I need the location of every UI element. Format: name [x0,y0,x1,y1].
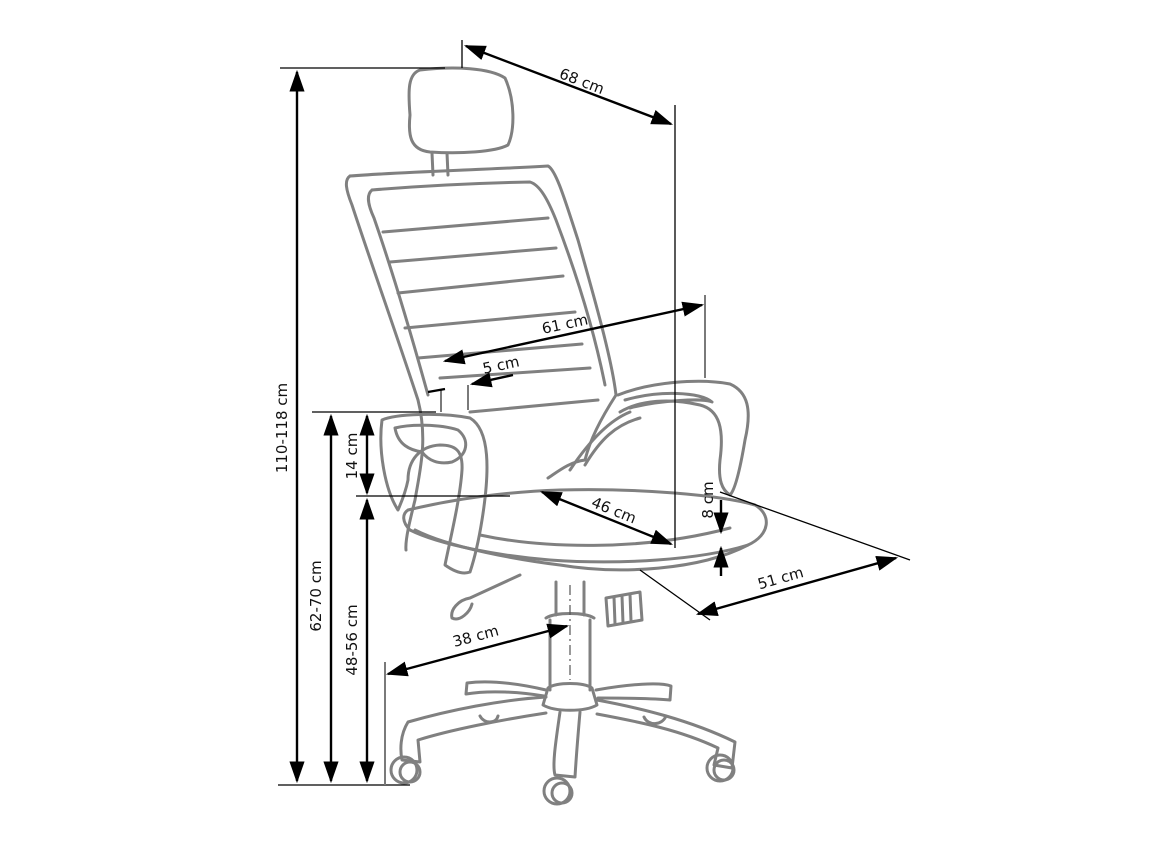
label-seat-width: 51 cm [756,563,806,593]
seat-front-edge [413,526,750,572]
base-hub [541,682,599,712]
label-total-height: 110-118 cm [273,383,291,473]
right-armrest-pad [623,392,714,410]
casters [389,714,736,806]
label-armrest-floor-height: 62-70 cm [307,560,325,631]
label-seat-depth: 46 cm [589,493,639,527]
label-depth-total: 68 cm [557,65,607,99]
tilt-lever [450,573,522,621]
label-seat-height: 48-56 cm [343,604,361,675]
base-leg-back-left [464,680,548,698]
base-leg-back-right [594,682,673,702]
label-seat-thickness: 8 cm [699,481,717,518]
tension-knob [604,590,644,628]
backrest-frame [348,164,618,480]
right-armrest-support [568,410,642,472]
left-armrest-pad [393,423,468,465]
backrest-frame-left [344,174,425,552]
label-armrest-height: 14 cm [343,433,361,480]
base-leg-left [399,695,548,764]
dimension-lines [278,40,911,786]
left-armrest [379,412,489,575]
base-leg-front [552,710,582,779]
chair-drawing [344,66,768,806]
headrest [407,66,515,155]
